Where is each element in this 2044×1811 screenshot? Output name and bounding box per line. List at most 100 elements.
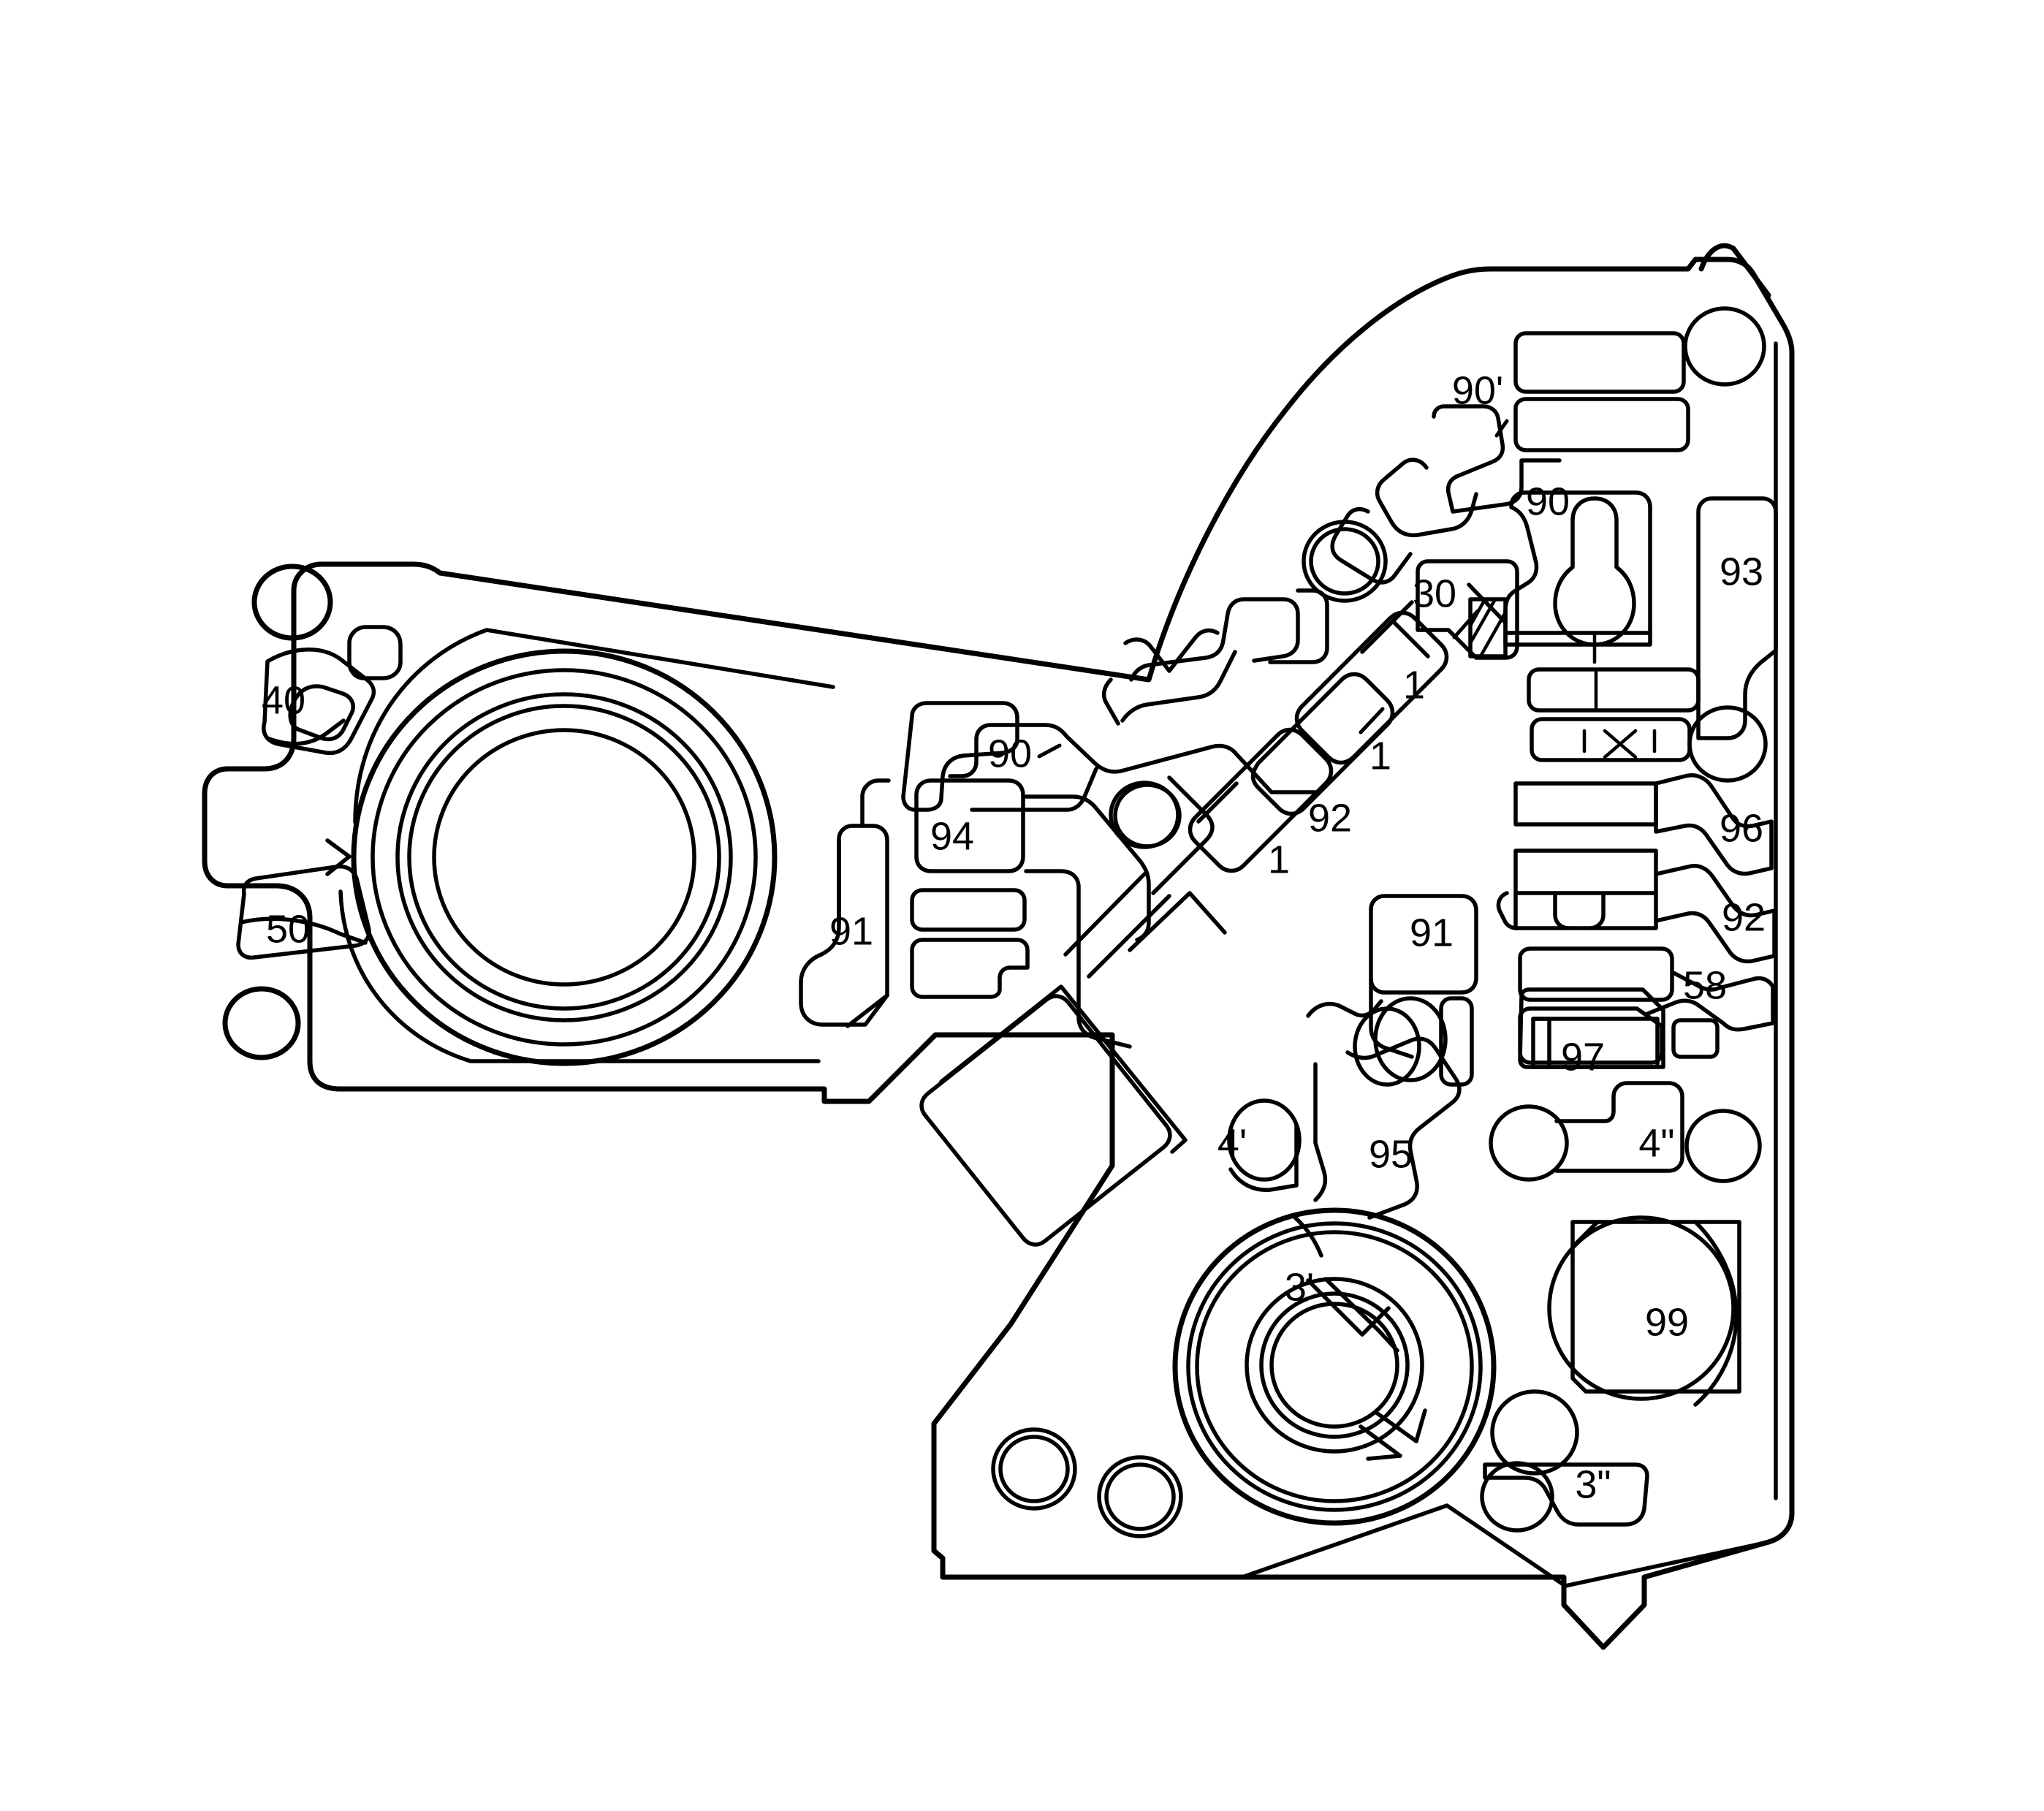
hole-4p [1227, 1098, 1302, 1182]
rotated-block-edge [939, 984, 1188, 1154]
diag-slot-3-bevel [1391, 619, 1430, 658]
reference-numeral-96: 96 [1720, 806, 1763, 850]
bean-slot-2 [1439, 996, 1474, 1087]
reference-numeral-91: 91 [829, 909, 873, 953]
bore3-hub-inner [1269, 1302, 1399, 1429]
callout-58-box [1644, 970, 1775, 1032]
vent-hole-bottom-right [1490, 1389, 1579, 1476]
channel-90p-tail [1330, 506, 1413, 585]
channel-diag-upper [1151, 775, 1215, 895]
hatch-box [1468, 597, 1508, 658]
left-lobe-features [222, 563, 403, 1060]
bolt-pad-2-outer [1097, 1455, 1183, 1538]
reference-numeral-90: 90 [988, 732, 1032, 775]
bore3-spoke-a [1306, 1277, 1380, 1337]
channel-network [799, 306, 1778, 1538]
rotated-block [919, 994, 1172, 1247]
callout-92-box [1654, 864, 1777, 964]
boss-99-square [1570, 1220, 1741, 1394]
channel-90p-lower-hook [1375, 458, 1478, 538]
diag-hairline-c [1063, 872, 1147, 957]
pocket-50 [236, 864, 371, 960]
hatch-lines [1468, 597, 1508, 658]
channel-upper-center-b [1120, 650, 1237, 723]
lead-1b [1359, 707, 1385, 734]
casting-outer-outline [202, 257, 1795, 1650]
slot-92-left-hook [1496, 891, 1519, 930]
slot-96-bar [1513, 781, 1658, 827]
boss-97-face [1531, 1017, 1660, 1069]
diag-slot-1 [1188, 727, 1334, 873]
bore3-spoke-b [1360, 1306, 1399, 1353]
vent-hole-right [1684, 1109, 1762, 1183]
bore-ring-3 [395, 692, 733, 1022]
bolt-hole-right-mid [1687, 705, 1768, 783]
reference-numeral-3: 3' [1285, 1265, 1314, 1309]
pocket-50-inner-curve [239, 916, 368, 945]
tab-left-91 [860, 778, 891, 828]
bottom-tongue-edge [1240, 1503, 1771, 1588]
boss-97 [1518, 987, 1665, 1069]
slot-92-bar-lower [1513, 891, 1658, 930]
bore3-outer [1172, 1207, 1497, 1526]
channel-4p [1228, 1123, 1299, 1192]
slot-top-1 [1513, 331, 1686, 394]
slot-92-scallops [1553, 891, 1606, 930]
channel-4dq [1554, 1081, 1684, 1173]
reference-numeral-1: 1 [1403, 663, 1425, 707]
slot-small-upper-left [347, 625, 403, 680]
channel-90-center-stub [948, 737, 979, 778]
slot-92-bar [1513, 848, 1658, 895]
reference-numeral-50: 50 [266, 907, 310, 951]
diagonal-slot-bank [1063, 600, 1449, 979]
reference-numeral-4: 4' [1217, 1121, 1247, 1165]
bore3-spoke-c [1359, 1410, 1418, 1458]
bore3-ring3 [1195, 1230, 1474, 1503]
reference-numeral-92: 92 [1308, 796, 1352, 840]
web-contour-upper [353, 628, 835, 824]
bolt-hole-95-a [1373, 996, 1448, 1082]
reference-numeral-91: 91 [1410, 911, 1454, 954]
bolt-hole-center-upper-outer [1302, 520, 1388, 603]
reference-numeral-1: 1 [1268, 838, 1290, 881]
slot-58-bar [1518, 946, 1674, 1002]
pocket-40-hole [288, 684, 355, 742]
channel-upper-center-e [1268, 588, 1329, 664]
bore-ring-2 [371, 668, 758, 1047]
bolt-hole-top-right [1683, 306, 1766, 387]
reference-numeral-3: 3" [1575, 1462, 1611, 1506]
channel-90-descend [1024, 794, 1151, 942]
bolt-pad-1-outer [991, 1427, 1077, 1511]
boss-99-circle [1547, 1215, 1736, 1401]
diag-slot-3 [1294, 610, 1449, 765]
channel-90-center-top [974, 723, 1318, 794]
bore3-hub-outer [1245, 1277, 1424, 1454]
hole-4dq [1489, 1104, 1569, 1182]
channel-91-left-bevel [846, 993, 889, 1028]
pocket-40-inner-curve [265, 718, 346, 746]
callout-96-box [1654, 773, 1774, 876]
pocket-30-outline [1416, 559, 1519, 660]
pocket-30-lead [1467, 582, 1508, 625]
diag-hairline-b [1087, 894, 1171, 979]
hatched-pocket-30 [1416, 559, 1519, 660]
channel-upper-center-c [1123, 628, 1220, 673]
reference-numeral-95: 95 [1369, 1132, 1413, 1176]
boss-99 [1547, 1215, 1741, 1407]
slot-mid-1 [1527, 667, 1701, 713]
contour-95-c [1313, 1062, 1328, 1202]
slot-94-b [910, 938, 1030, 999]
pocket-94 [914, 778, 1025, 873]
vee-notch [325, 838, 352, 876]
bore-outer-ring [351, 648, 778, 1066]
boss-99-arc-a [1693, 1220, 1739, 1407]
feature-3dq [1480, 1461, 1649, 1533]
bracket-3dq [1483, 1462, 1649, 1527]
bore3-hub-mid [1259, 1291, 1410, 1439]
bolt-hole-lower-left [222, 986, 301, 1060]
feature-4p [1227, 1098, 1302, 1192]
lead-90p [1494, 419, 1509, 438]
lead-lines [1037, 609, 1480, 759]
